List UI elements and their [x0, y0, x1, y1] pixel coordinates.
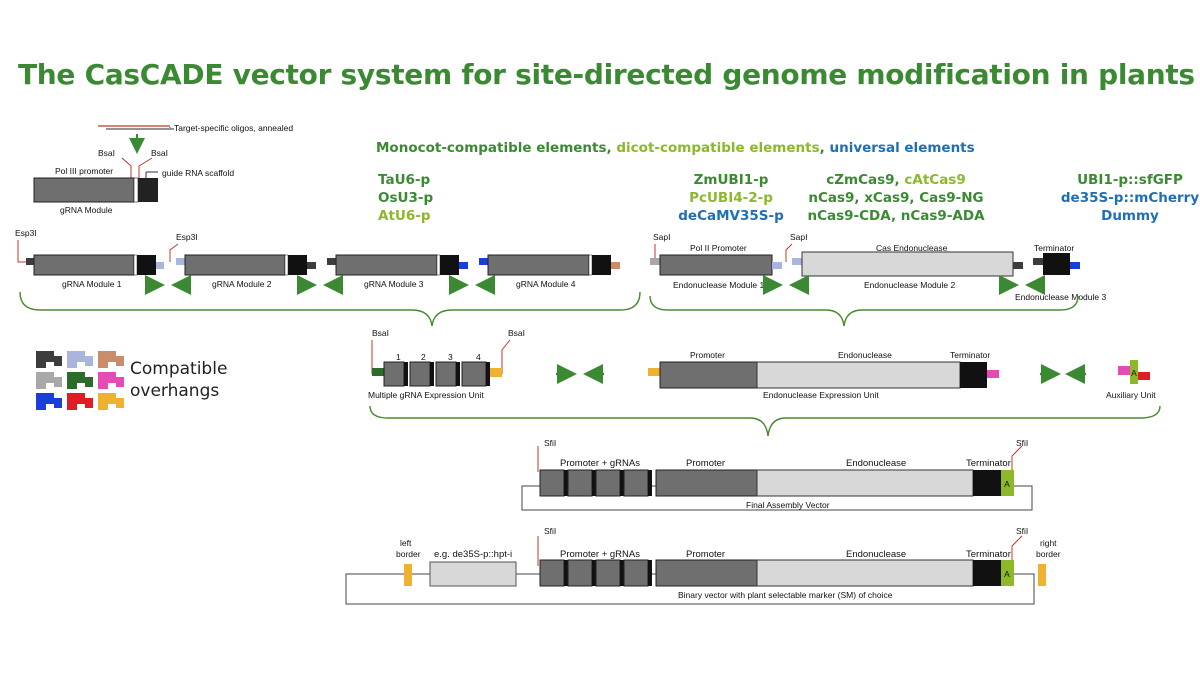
aux-unit-label: Auxiliary Unit: [1106, 390, 1156, 400]
grna-module-label: gRNA Module 4: [516, 279, 576, 289]
bsai-site: BsaI: [372, 328, 389, 338]
legend-dicot: dicot-compatible elements: [616, 140, 819, 156]
esp3i-site: Esp3I: [176, 232, 198, 242]
promoter-grna-label: Promoter + gRNAs: [560, 458, 640, 469]
right-border-label: right: [1040, 538, 1057, 548]
grna-module-row: Esp3I Esp3I gRNA Module 1 gRNA Module 2 …: [15, 228, 641, 327]
endo-unit-label: Endonuclease Expression Unit: [763, 390, 879, 400]
aux-letter: A: [1004, 569, 1010, 579]
binary-vector-label: Binary vector with plant selectable mark…: [678, 590, 893, 600]
bsai-site: BsaI: [98, 148, 115, 158]
cas-element: cZmCas9, cAtCas9: [826, 172, 966, 188]
aux-element: de35S-p::mCherry: [1061, 190, 1199, 206]
endo-module-label: Endonuclease Module 3: [1015, 292, 1106, 302]
overhangs-label: Compatible: [130, 359, 227, 379]
grna-number: 1: [396, 352, 401, 362]
grna-element: OsU3-p: [378, 190, 433, 206]
overhang-swatch: [98, 351, 124, 368]
cas-element: nCas9-CDA, nCas9-ADA: [807, 208, 985, 224]
scaffold-label: guide RNA scaffold: [162, 168, 234, 178]
marker-label: e.g. de35S-p::hpt-i: [434, 549, 512, 560]
sfii-site: SfiI: [544, 526, 556, 536]
promoter-element: PcUBI4-2-p: [689, 190, 773, 206]
aux-element: Dummy: [1101, 208, 1159, 224]
esp3i-site: Esp3I: [15, 228, 37, 238]
promoter-label: Promoter: [686, 458, 725, 469]
overhang-swatch: [36, 372, 62, 389]
left-border-label: left: [400, 538, 412, 548]
grna-module-top: Target-specific oligos, annealed BsaI Bs…: [33, 123, 293, 215]
cas-element-list: cZmCas9, cAtCas9 nCas9, xCas9, Cas9-NG n…: [807, 172, 985, 224]
terminator-label: Terminator: [966, 458, 1011, 469]
grna-module-label: gRNA Module 1: [62, 279, 122, 289]
right-border-label: border: [1036, 549, 1061, 559]
binary-vector: left border e.g. de35S-p::hpt-i SfiI Sfi…: [345, 526, 1061, 605]
overhang-swatch: [98, 393, 124, 410]
final-assembly-vector: SfiI SfiI A Promoter + gRNAs Promoter En…: [521, 438, 1033, 511]
terminator-label: Terminator: [950, 350, 990, 360]
overhang-swatch: [67, 372, 93, 389]
bsai-site: BsaI: [151, 148, 168, 158]
endonuclease-label: Endonuclease: [846, 458, 906, 469]
overhangs-label: overhangs: [130, 381, 219, 401]
promoter-grna-label: Promoter + gRNAs: [560, 549, 640, 560]
endonuclease-label: Endonuclease: [838, 350, 892, 360]
terminator-label: Terminator: [966, 549, 1011, 560]
endonuclease-expression-unit: Promoter Endonuclease Terminator Endonuc…: [648, 350, 999, 400]
terminator-label: Terminator: [1034, 243, 1074, 253]
aux-letter: A: [1004, 479, 1010, 489]
element-legend: Monocot-compatible elements, dicot-compa…: [376, 140, 975, 156]
cas-element: nCas9, xCas9, Cas9-NG: [808, 190, 983, 206]
grna-module-label: gRNA Module: [60, 205, 113, 215]
overhang-swatch: [67, 393, 93, 410]
promoter-label: Promoter: [686, 549, 725, 560]
multiple-grna-unit: BsaI BsaI 1 2 3 4 Multiple gRNA Expressi…: [368, 328, 525, 400]
sfii-site: SfiI: [1016, 438, 1028, 448]
page-title: The CasCADE vector system for site-direc…: [18, 58, 1195, 91]
grna-element-list: TaU6-p OsU3-p AtU6-p: [378, 172, 433, 224]
pol2-promoter-label: Pol II Promoter: [690, 243, 747, 253]
overhang-swatch: [36, 393, 62, 410]
grna-element: AtU6-p: [378, 208, 431, 224]
grna-number: 4: [476, 352, 481, 362]
oligo-label: Target-specific oligos, annealed: [174, 123, 293, 133]
left-border-label: border: [396, 549, 421, 559]
promoter-element-list: ZmUBI1-p PcUBI4-2-p deCaMV35S-p: [678, 172, 784, 224]
legend-monocot: Monocot-compatible elements: [376, 140, 607, 156]
grna-number: 3: [448, 352, 453, 362]
curly-brace: [19, 291, 641, 327]
endo-module-label: Endonuclease Module 2: [864, 280, 955, 290]
promoter-element: ZmUBI1-p: [694, 172, 769, 188]
endonuclease-module-row: SapI SapI Pol II Promoter Endonuclease M…: [649, 232, 1106, 327]
overhang-swatch: [98, 372, 124, 389]
compatible-overhangs-legend: [36, 351, 124, 410]
overhang-swatch: [67, 351, 93, 368]
sapi-site: SapI: [653, 232, 671, 242]
grna-module-label: gRNA Module 3: [364, 279, 424, 289]
overhang-swatch: [36, 351, 62, 368]
aux-element-list: UBI1-p::sfGFP de35S-p::mCherry Dummy: [1061, 172, 1199, 224]
cas-endonuclease-label: Cas Endonuclease: [876, 243, 948, 253]
legend-universal: universal elements: [829, 140, 974, 156]
svg-text:A: A: [1131, 368, 1137, 378]
endonuclease-label: Endonuclease: [846, 549, 906, 560]
grna-module-label: gRNA Module 2: [212, 279, 272, 289]
sfii-site: SfiI: [544, 438, 556, 448]
sapi-site: SapI: [790, 232, 808, 242]
final-vector-label: Final Assembly Vector: [746, 500, 830, 510]
endo-module-label: Endonuclease Module 1: [673, 280, 764, 290]
curly-brace: [649, 295, 1079, 327]
grna-element: TaU6-p: [378, 172, 431, 188]
grna-number: 2: [421, 352, 426, 362]
auxiliary-unit: A Auxiliary Unit: [1106, 360, 1156, 400]
curly-brace: [369, 405, 1161, 437]
sfii-site: SfiI: [1016, 526, 1028, 536]
bsai-site: BsaI: [508, 328, 525, 338]
promoter-element: deCaMV35S-p: [678, 208, 784, 224]
multi-grna-label: Multiple gRNA Expression Unit: [368, 390, 484, 400]
promoter-label: Promoter: [690, 350, 725, 360]
aux-element: UBI1-p::sfGFP: [1077, 172, 1183, 188]
pol3-promoter-label: Pol III promoter: [55, 166, 113, 176]
